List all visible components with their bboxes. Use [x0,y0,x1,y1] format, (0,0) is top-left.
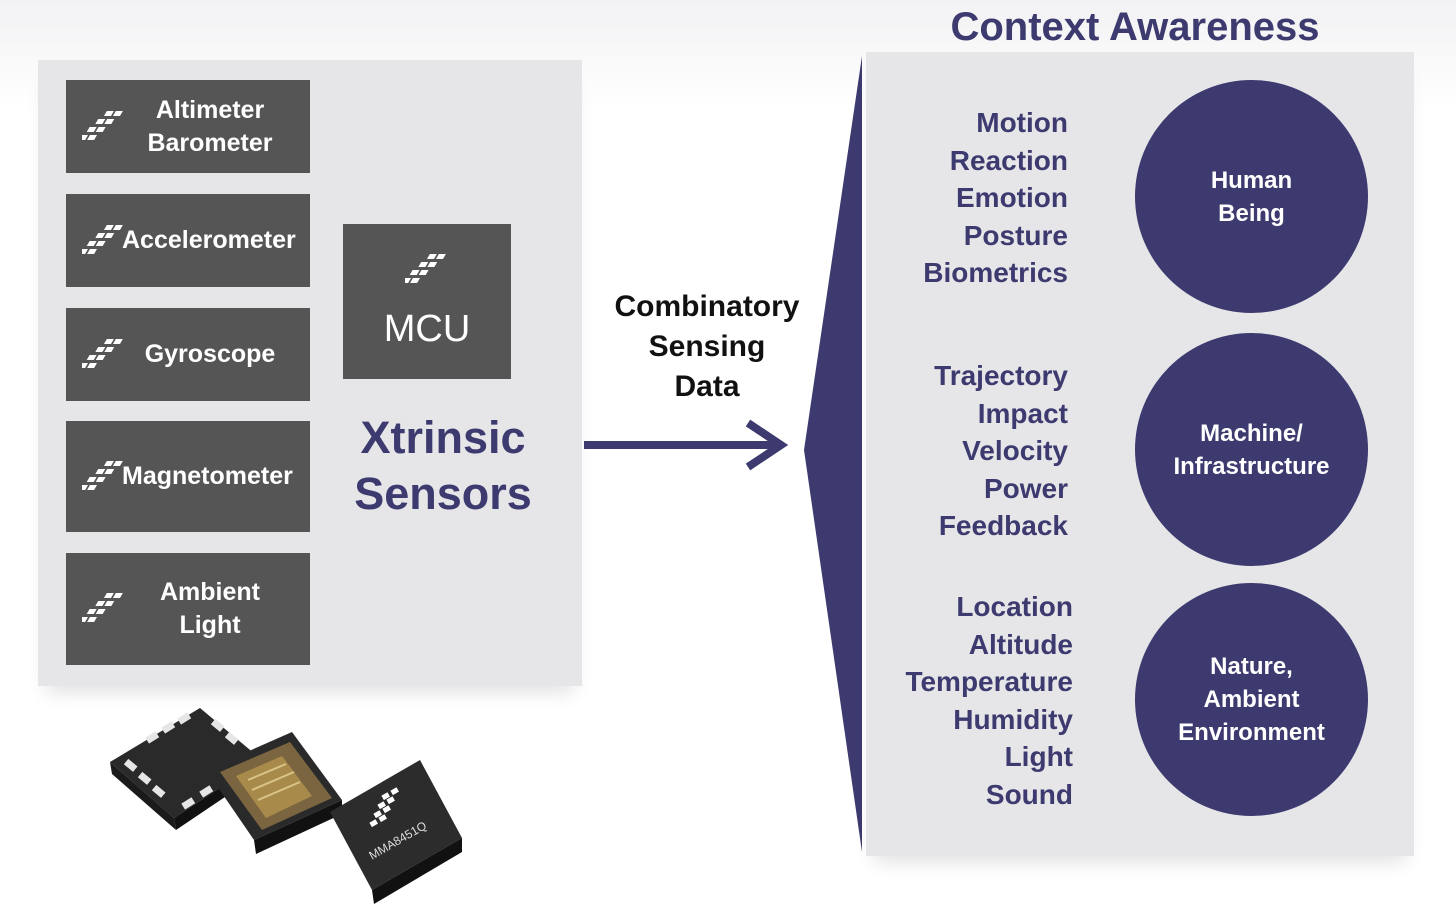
chip-package-right: MMA8451Q [330,760,462,904]
attribute-item: Humidity [953,703,1073,735]
chip-marking: MMA8451Q [367,818,429,862]
sensor-box-accelerometer: Accelerometer [66,194,310,287]
xtrinsic-sensors-caption: Xtrinsic Sensors [354,412,532,519]
freescale-logo-icon [82,460,123,490]
sensor-label: Gyroscope [144,340,276,368]
attribute-item: Feedback [938,510,1068,541]
flow-arrow-head [745,419,789,471]
attribute-item: Temperature [905,666,1073,697]
attribute-item: Posture [963,219,1068,251]
mcu-label: MCU [383,308,471,350]
sensor-box-ambient-light: Ambient Light [66,553,310,665]
attribute-item: Impact [977,397,1068,429]
attribute-item: Sound [985,778,1073,810]
attribute-item: Altitude [968,628,1073,660]
freescale-logo-icon [405,254,446,283]
nature-attributes-list: Location Altitude Temperature Humidity L… [833,588,1073,813]
attribute-item: Location [956,591,1073,622]
attribute-item: Biometrics [923,257,1068,288]
attribute-item: Power [983,472,1068,504]
sensor-box-gyroscope: Gyroscope [66,308,310,401]
freescale-logo-icon [82,593,123,622]
sensor-label: Accelerometer [122,226,296,254]
human-being-circle: Human Being [1135,80,1368,313]
sensor-box-altimeter-barometer: Altimeter Barometer [66,80,310,173]
machine-attributes-list: Trajectory Impact Velocity Power Feedbac… [828,357,1068,545]
sensor-label: Altimeter Barometer [147,95,273,157]
chip-package-left [110,708,262,830]
context-awareness-title: Context Awareness [950,5,1320,49]
attribute-item: Reaction [949,144,1068,176]
sensor-label: Magnetometer [122,462,293,490]
freescale-logo-icon [82,110,123,140]
freescale-logo-icon [369,787,399,828]
sensor-box-magnetometer: Magnetometer [66,421,310,532]
freescale-logo-icon [82,224,123,254]
freescale-logo-icon [82,338,123,368]
sensor-label: Ambient Light [160,578,260,639]
attribute-item: Trajectory [934,360,1068,391]
mcu-box: MCU [343,224,511,379]
attribute-item: Emotion [956,182,1068,213]
chip-package-middle [206,732,342,854]
machine-infrastructure-circle: Machine/ Infrastructure [1135,333,1368,566]
attribute-item: Motion [976,107,1068,138]
human-attributes-list: Motion Reaction Emotion Posture Biometri… [828,104,1068,292]
nature-ambient-environment-circle: Nature, Ambient Environment [1135,583,1368,816]
attribute-item: Velocity [962,435,1068,466]
combinatory-sensing-data-label: Combinatory Sensing Data [614,290,800,403]
attribute-item: Light [1004,741,1073,772]
